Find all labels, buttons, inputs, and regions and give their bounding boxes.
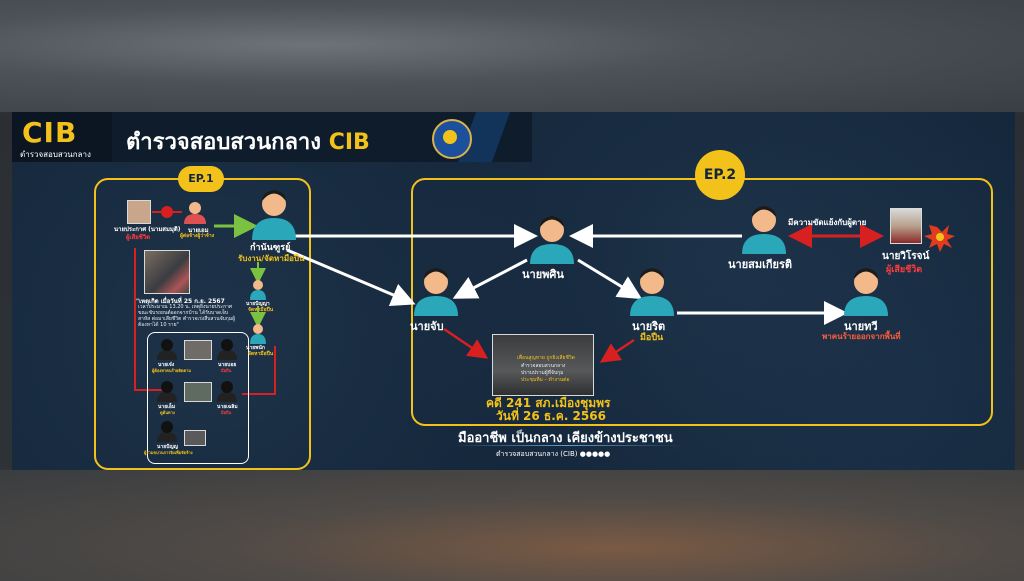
footer-divider [452,445,682,446]
arrow-jub-to-case [443,327,489,359]
panak-role: จัดหามือปืน [248,351,274,357]
ep2-badge: EP.2 [695,150,745,200]
victim-marker [161,206,173,218]
cib-logo: CIB ตำรวจสอบสวนกลาง [12,112,112,162]
kamnan-name: กำนันฑูรย์ [250,243,291,253]
suspect-5-icon [157,421,177,442]
logo-text: CIB [22,116,78,149]
suspect-5-role: ผู้ร่วมขบวนการยิงเพื่อจัดจ้าง [144,450,193,455]
pasin-name: นายพศิน [522,268,564,281]
case-number: คดี 241 สภ.เมืองชุมพร [486,396,611,410]
case-photo: เพื่อนสูญหาย ถูกยิงเสียชีวิต ตำรวจสอบสวน… [492,334,594,396]
rit-role: มือปืน [640,333,664,343]
crime-scene-photo [144,250,190,294]
hirer-role: ผู้ต่อจ้างผู้ว่าจ้าง [180,233,215,239]
event-title: "เหตุเกิด เมื่อวันที่ 25 ก.ย. 2567 [136,298,225,305]
person-kamnan-icon [252,190,296,240]
victim-name: นายประกาศ (นามสมมุติ) [114,226,181,233]
panya-name: นายปัญญา [246,301,270,307]
hirer-name: นายเอม [188,227,209,234]
panya-role: จัดหามือปืน [248,307,274,313]
footer-org: ตำรวจสอบสวนกลาง (CIB) ●●●●● [496,449,610,460]
suspect-2-role: มือปืน [221,368,232,373]
suspect-2-icon [217,339,237,360]
social-icons: ●●●●● [579,450,611,458]
arrow-rit-to-case [599,338,635,363]
case-date: วันที่ 26 ธ.ค. 2566 [496,409,606,423]
ep1-red-link-left [134,248,162,391]
victim-photo [127,200,151,224]
suspect-3-role: ดูต้นทาง [160,410,175,415]
title-main: ตำรวจสอบสวนกลาง [126,130,329,155]
suspect-3-name: นายเอ็ม [158,404,176,410]
footer-org-name: ตำรวจสอบสวนกลาง (CIB) [496,450,578,458]
ep1-red-link [242,346,276,395]
somkiat-name: นายสมเกียรติ [728,258,793,271]
person-panya-icon [250,280,266,300]
blurred-background-bottom [0,470,1024,581]
rit-name: นายริต [632,320,666,333]
relationship-diagram [134,190,955,442]
viron-name: นายวิโรจน์ [882,251,930,262]
suspect-1-role: ผู้ต้องหาคนร้ายติดตาม [152,368,192,373]
logo-subtext: ตำรวจสอบสวนกลาง [20,150,91,159]
person-somkiat-icon [742,206,786,254]
tawee-name: นายทวี [844,320,878,333]
evidence-photo-1 [184,340,212,360]
victim-role: ผู้เสียชีวิต [126,234,151,241]
person-rit-icon [630,268,674,316]
case-photo-caption-1: เพื่อนสูญหาย ถูกยิงเสียชีวิต [517,355,575,361]
suspect-4-icon [217,381,237,402]
suspect-1-icon [157,339,177,360]
page-title: ตำรวจสอบสวนกลาง CIB [126,124,370,159]
viron-role: ผู้เสียชีวิต [886,265,923,275]
tawee-role: พาคนร้ายออกจากพื้นที่ [822,332,901,341]
arrow-pasin-to-rit [577,258,643,300]
infographic-panel: CIB ตำรวจสอบสวนกลาง ตำรวจสอบสวนกลาง CIB … [12,112,1015,470]
suspect-1-name: นายเจ๋ง [158,362,175,368]
arrow-kamnan-to-jub [286,248,416,307]
person-panak-icon [250,324,266,344]
jub-name: นายจับ [410,320,444,333]
person-tawee-icon [844,268,888,316]
evidence-photo-2 [184,382,212,402]
viron-photo [890,208,922,244]
evidence-photo-3 [184,430,206,446]
suspects-box [147,332,249,464]
person-jub-icon [414,268,458,316]
panak-name: นายพนัก [246,345,265,351]
kamnan-role: รับงาน/จัดหามือปืน [238,254,305,263]
person-pasin-icon [530,216,574,264]
case-photo-caption-4: ประชุมทีม – ทำงานต่อ [521,377,570,383]
ep1-badge: EP.1 [178,166,224,192]
case-photo-caption-3: ปราบปรามผู้ที่จับกุม [521,370,564,376]
header-bar: CIB ตำรวจสอบสวนกลาง ตำรวจสอบสวนกลาง CIB [12,112,532,162]
event-description: เวลาประมาณ 13.20 น. เหตุยิงนายประกาศ ขณะ… [138,304,236,328]
arrow-pasin-to-jub [452,258,528,299]
case-photo-caption-2: ตำรวจสอบสวนกลาง [521,363,566,369]
suspect-5-name: นายปัญญ [157,444,178,450]
slogan: มืออาชีพ เป็นกลาง เคียงข้างประชาชน [458,431,673,446]
suspect-3-icon [157,381,177,402]
title-highlight: CIB [328,130,370,155]
suspect-4-name: นายเฉลิม [217,404,238,410]
police-seal-icon [432,119,472,159]
suspect-4-role: มือปืน [221,410,232,415]
person-hirer-icon [184,202,206,224]
blurred-background-top [0,0,1024,112]
suspect-2-name: นายบอย [218,362,237,368]
conflict-label: มีความขัดแย้งกับผู้ตาย [788,218,867,227]
